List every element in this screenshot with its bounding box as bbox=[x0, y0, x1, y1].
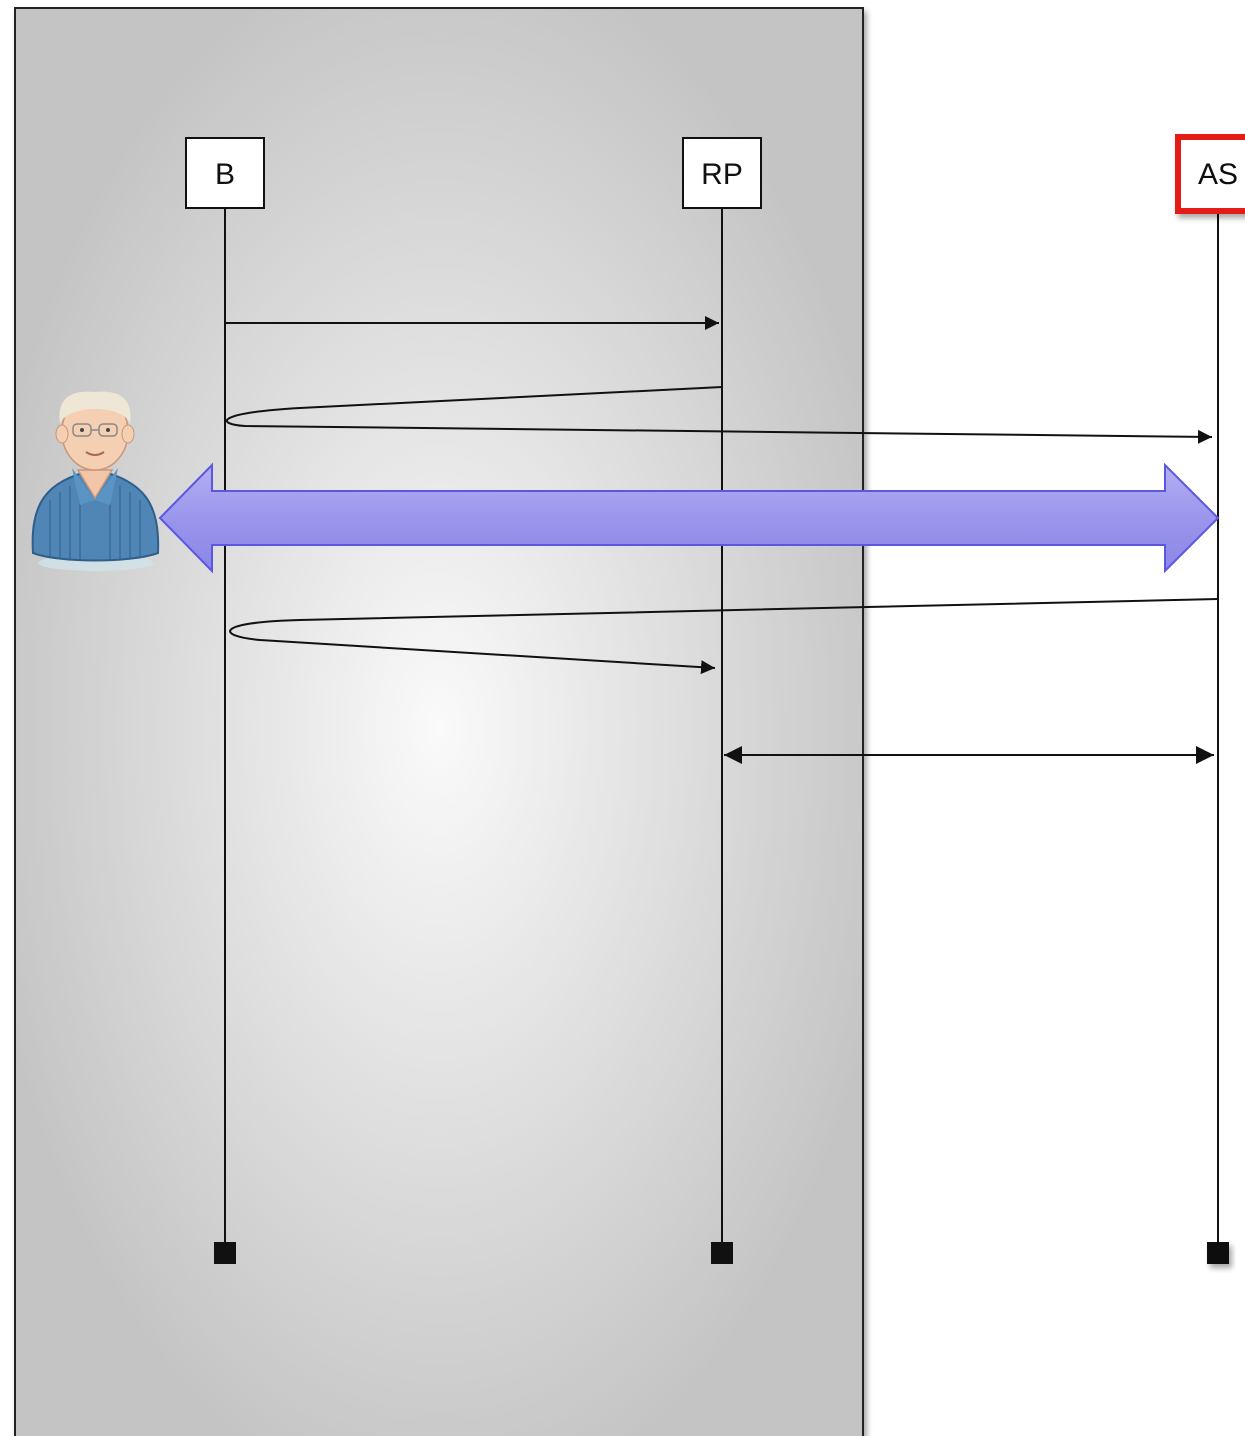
participant-b-label: B bbox=[215, 158, 235, 191]
lifeline-end-b bbox=[214, 1242, 236, 1264]
participant-as: AS bbox=[1175, 134, 1245, 214]
redirect-rp-via-b-to-as bbox=[226, 386, 1213, 444]
participant-as-label: AS bbox=[1198, 158, 1238, 191]
lifeline-end-as bbox=[1207, 1242, 1229, 1264]
participant-rp-label: RP bbox=[701, 158, 743, 191]
participant-b: B bbox=[185, 137, 265, 209]
user-interaction-arrow bbox=[158, 462, 1220, 574]
participant-rp: RP bbox=[682, 137, 762, 209]
boundary-panel bbox=[14, 7, 864, 1436]
lifeline-end-rp bbox=[711, 1242, 733, 1264]
redirect-as-via-b-to-rp bbox=[229, 598, 1219, 675]
user-avatar-icon bbox=[31, 391, 160, 571]
